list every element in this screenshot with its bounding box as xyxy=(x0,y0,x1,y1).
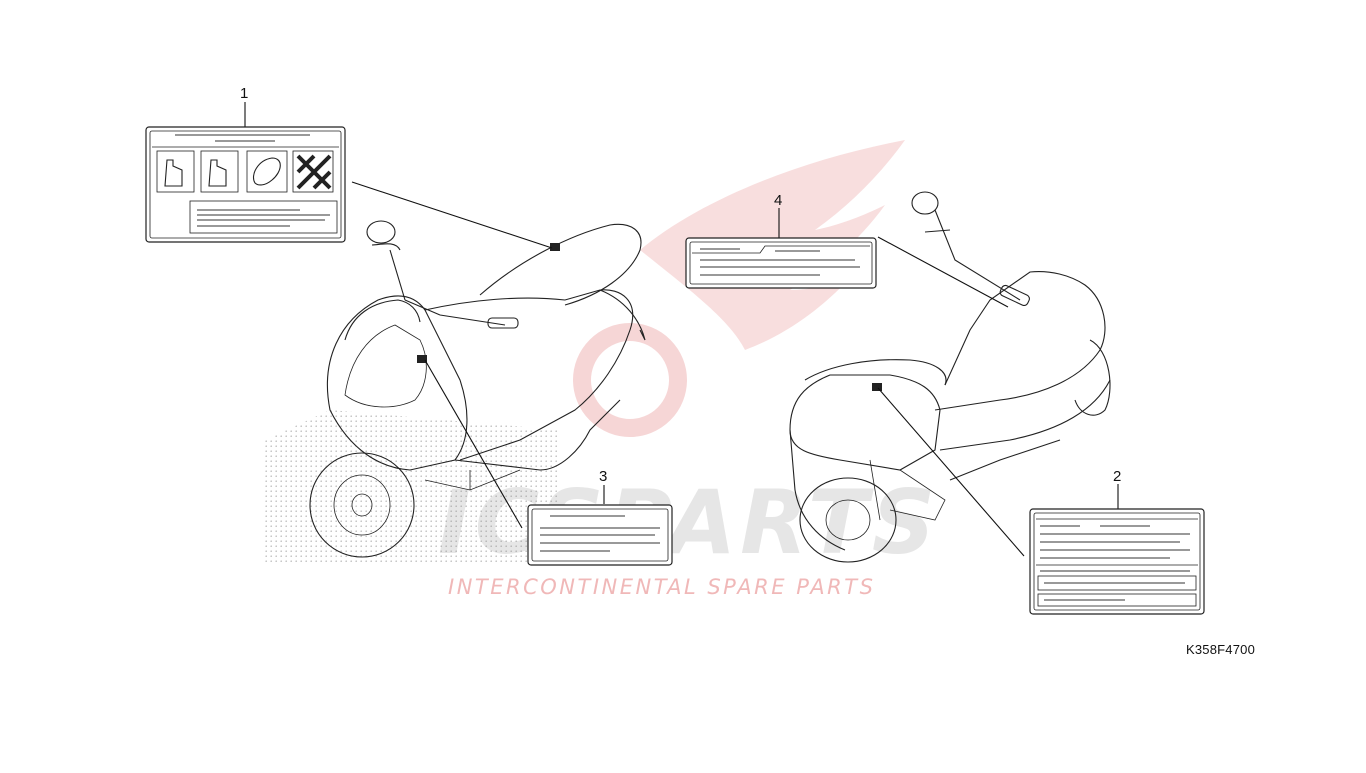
callout-3: 3 xyxy=(599,468,607,485)
leader-lines xyxy=(244,102,1119,557)
caution-label-1 xyxy=(145,126,346,243)
callout-2: 2 xyxy=(1113,468,1121,485)
callout-1: 1 xyxy=(240,85,248,102)
callout-4: 4 xyxy=(774,192,782,209)
oil-bottle-icon xyxy=(208,159,227,187)
prohibited-icon xyxy=(296,154,332,190)
label-position-3 xyxy=(417,355,427,363)
oil-bottle-icon xyxy=(164,159,183,187)
caution-label-4 xyxy=(685,237,877,289)
scooter-front-view xyxy=(265,220,646,565)
label-position-2 xyxy=(872,383,882,391)
caution-label-2 xyxy=(1029,508,1205,615)
caution-label-3 xyxy=(527,504,673,566)
tire-icon xyxy=(253,157,281,186)
label-position-1 xyxy=(550,243,560,251)
watermark-gear-icon xyxy=(573,323,687,437)
watermark-tagline: INTERCONTINENTAL SPARE PARTS xyxy=(448,575,875,599)
scooter-rear-view xyxy=(789,191,1111,563)
shadow-dots-left xyxy=(265,410,560,565)
drawing-code: K358F4700 xyxy=(1186,642,1256,657)
